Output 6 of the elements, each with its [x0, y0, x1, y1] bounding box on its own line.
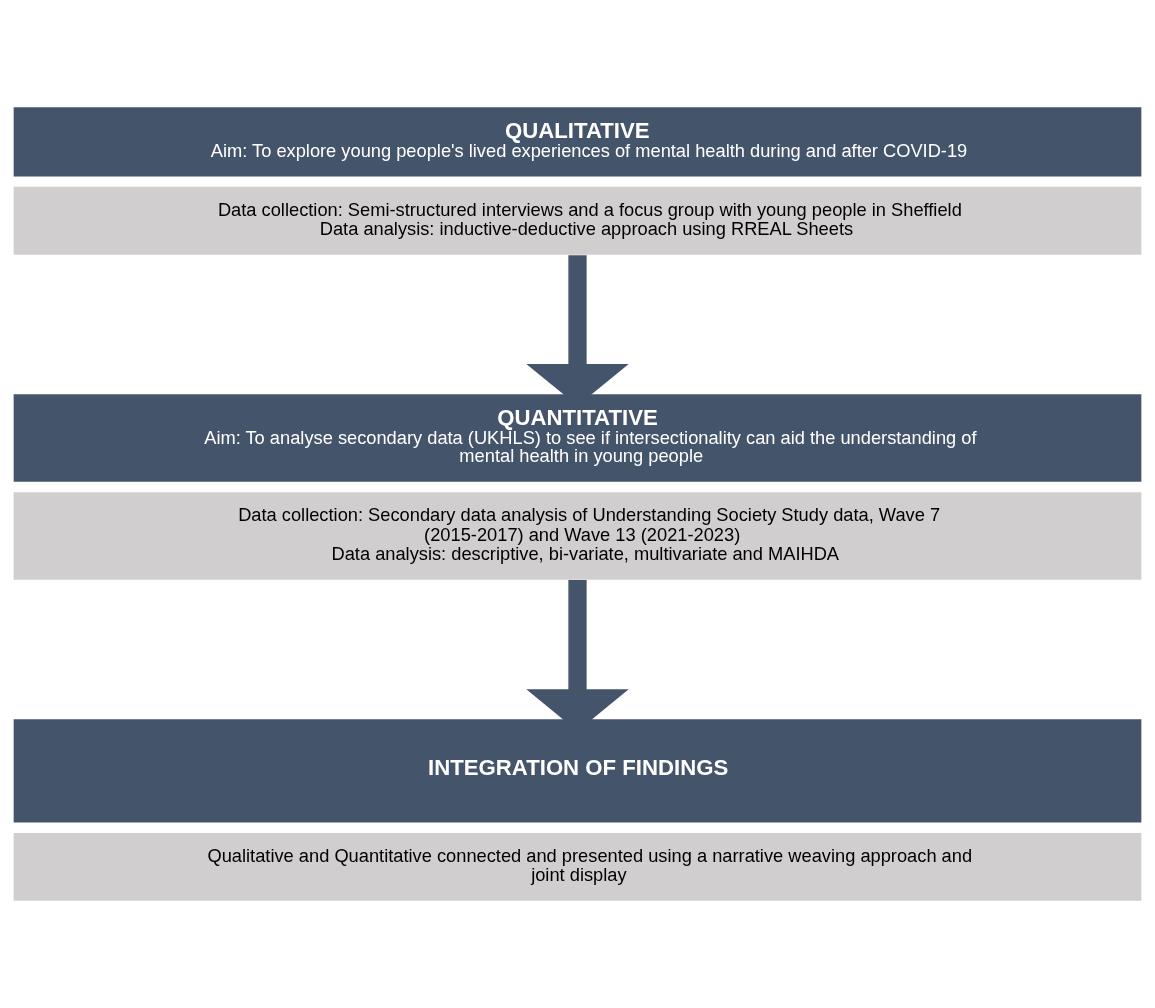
node-box: Qualitative and Quantitative connected and presented using a narrative weaving approach and joint display [13, 832, 1142, 901]
node-box: Data collection: Semi-structured interviews and a focus group with young people in Sheffield Data analysis: inductive-deductive approach using RREAL Sheets [13, 186, 1142, 255]
node-box: QUALITATIVE Aim: To explore young people's lived experiences of mental health during and after COVID-19 [13, 107, 1142, 177]
node-box: QUANTITATIVE Aim: To analyse secondary data (UKHLS) to see if intersectionality can aid the understanding of mental health in young people [13, 394, 1142, 482]
node-box: INTEGRATION OF FINDINGS [13, 719, 1142, 823]
node-box: Data collection: Secondary data analysis of Understanding Society Study data, Wave 7 (2015-2017) and Wave 13 (2021-2023) Data analysis: descriptive, bi-variate, multivariate and MAIHDA [13, 492, 1142, 580]
